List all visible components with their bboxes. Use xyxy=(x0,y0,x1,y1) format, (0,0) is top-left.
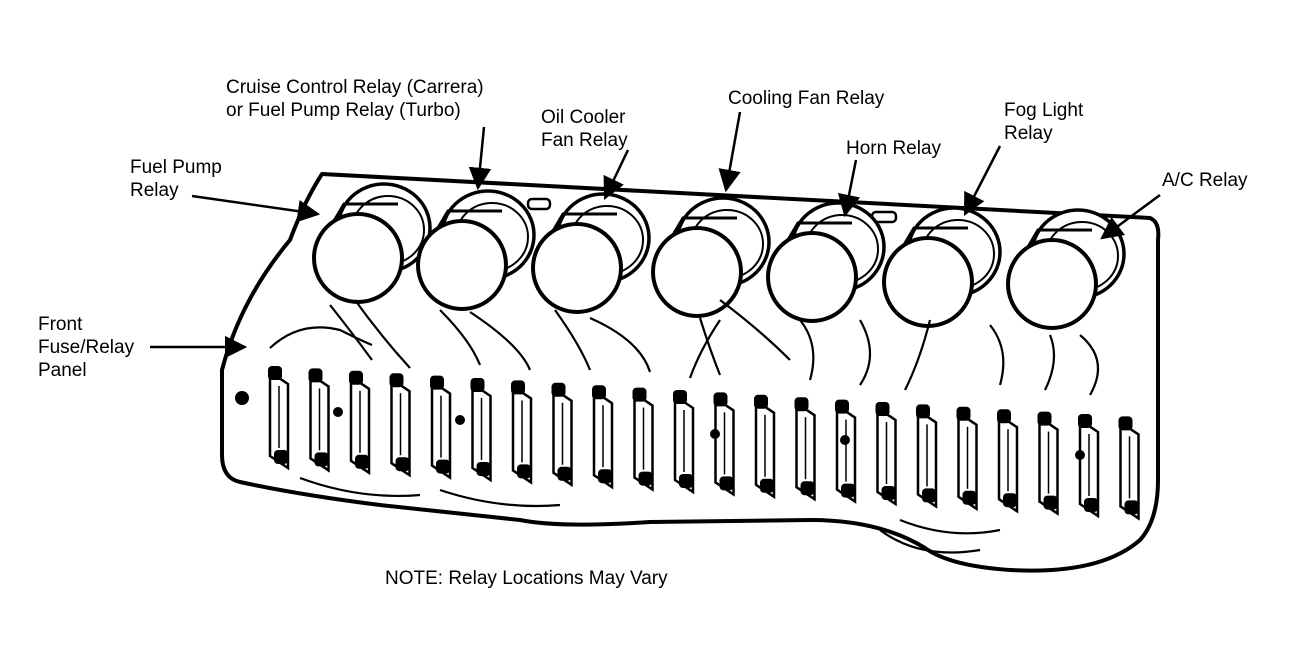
fuse-5 xyxy=(430,375,452,480)
relay-group xyxy=(312,182,1126,330)
arrow-fog-light-relay xyxy=(963,145,1002,217)
fuse-13 xyxy=(754,394,776,500)
fuse-2 xyxy=(308,368,330,473)
arrow-ac-relay xyxy=(1100,193,1161,240)
arrow-oil-cooler-fan-relay xyxy=(603,149,630,201)
relay-7 xyxy=(1006,208,1126,330)
fuse-21 xyxy=(1078,414,1100,519)
arrow-horn-relay xyxy=(837,159,861,218)
fuse-12 xyxy=(713,392,735,497)
fuse-3 xyxy=(349,370,371,476)
label-fuel-pump-relay: Fuel Pump Relay xyxy=(130,157,227,201)
relay-2 xyxy=(416,189,536,311)
fuse-10 xyxy=(632,387,654,492)
relay-6 xyxy=(882,206,1002,328)
fuse-8 xyxy=(551,382,573,488)
fuse-18 xyxy=(956,406,978,512)
label-oil-cooler-fan-relay: Oil Cooler Fan Relay xyxy=(541,107,631,151)
fuse-17 xyxy=(916,404,938,509)
fuse-1 xyxy=(268,366,290,471)
note-text: NOTE: Relay Locations May Vary xyxy=(385,568,668,589)
relay-4 xyxy=(651,196,771,318)
callout-arrows xyxy=(150,111,1161,359)
fuse-22 xyxy=(1118,416,1140,521)
wiring xyxy=(269,299,1100,554)
label-ac-relay: A/C Relay xyxy=(1162,170,1248,191)
fuse-9 xyxy=(592,385,614,490)
arrow-cruise-control-relay xyxy=(468,126,492,191)
relay-3 xyxy=(531,192,651,314)
label-cruise-control-relay: Cruise Control Relay (Carrera) or Fuel P… xyxy=(226,77,489,121)
fuse-15 xyxy=(835,399,857,504)
fuse-19 xyxy=(997,409,1019,514)
fuse-20 xyxy=(1037,411,1059,516)
arrow-cooling-fan-relay xyxy=(718,111,742,193)
arrow-fuel-pump-relay xyxy=(191,194,321,223)
fuse-16 xyxy=(875,402,897,507)
fuse-6 xyxy=(470,378,492,483)
label-horn-relay: Horn Relay xyxy=(846,138,942,159)
relay-1 xyxy=(312,182,432,304)
label-fog-light-relay: Fog Light Relay xyxy=(1004,100,1089,144)
panel-body xyxy=(220,172,1161,573)
label-cooling-fan-relay: Cooling Fan Relay xyxy=(728,88,885,109)
mounting-holes xyxy=(235,391,1085,460)
fuse-14 xyxy=(794,397,816,502)
fuse-7 xyxy=(511,380,533,485)
label-front-fuse-relay-panel: Front Fuse/Relay Panel xyxy=(38,314,139,381)
fuse-11 xyxy=(673,390,695,495)
relay-5 xyxy=(766,201,886,323)
fuse-row xyxy=(268,366,1140,521)
fuse-4 xyxy=(389,373,411,478)
